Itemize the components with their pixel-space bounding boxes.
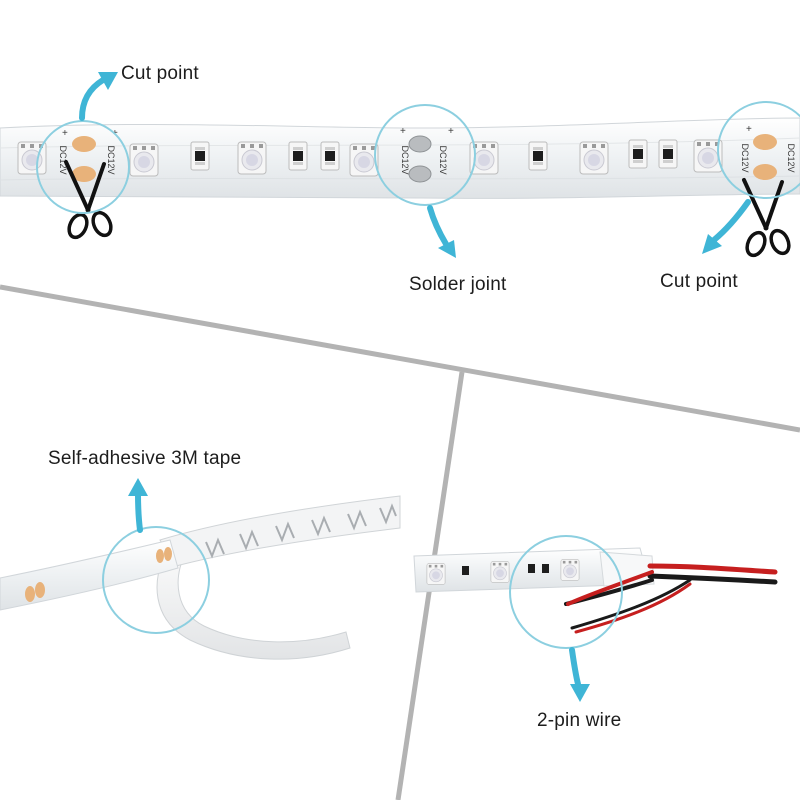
callout-arrow-icon xyxy=(79,72,118,121)
pcb-voltage-mark: DC12V xyxy=(786,143,796,172)
resistor-chip xyxy=(190,141,210,171)
callout-circle-cut-left xyxy=(36,120,130,214)
resistor-chip xyxy=(320,141,340,171)
resistor-chip xyxy=(658,139,678,169)
copper-pad xyxy=(72,166,96,182)
led-chip xyxy=(237,141,267,175)
pcb-plus-mark: + xyxy=(400,126,406,137)
callout-arrow-icon xyxy=(427,205,456,258)
led-chip xyxy=(129,143,159,177)
tape-strip xyxy=(0,495,401,660)
wire-strip xyxy=(413,547,778,634)
pcb-voltage-mark: DC12V xyxy=(58,145,68,174)
copper-pad xyxy=(72,136,96,152)
pcb-plus-mark: + xyxy=(62,128,68,139)
divider-diagonal xyxy=(0,284,800,433)
callout-arrow-icon xyxy=(128,478,148,533)
led-chip xyxy=(560,559,580,581)
pcb-voltage-mark: DC12V xyxy=(400,145,410,174)
pcb-voltage-mark: DC12V xyxy=(106,145,116,174)
wire-label: 2-pin wire xyxy=(537,710,622,731)
led-chip xyxy=(579,141,609,175)
cut-point-label: Cut point xyxy=(660,271,738,292)
pcb-voltage-mark: DC12V xyxy=(740,143,750,172)
callout-arrow-icon xyxy=(569,647,590,702)
solder-blob xyxy=(408,135,432,153)
pcb-voltage-mark: DC12V xyxy=(438,145,448,174)
resistor-chip xyxy=(528,141,548,171)
black-wire xyxy=(647,573,778,585)
resistor-chip xyxy=(628,139,648,169)
solder-blob xyxy=(408,165,432,183)
led-strip-top: DC12V DC12V DC12V DC12V DC12V DC12V + + … xyxy=(0,117,800,199)
red-wire xyxy=(647,563,778,575)
led-chip xyxy=(490,561,510,583)
callout-circle-tape xyxy=(102,526,210,634)
callout-circle-solder xyxy=(374,104,476,206)
pcb-plus-mark: + xyxy=(746,124,752,135)
resistor-chip xyxy=(288,141,308,171)
callout-circle-cut-right xyxy=(717,101,800,199)
cut-point-label: Cut point xyxy=(121,63,199,84)
led-chip xyxy=(349,143,379,177)
tape-label: Self-adhesive 3M tape xyxy=(48,448,242,469)
callout-circle-wire xyxy=(509,535,623,649)
solder-joint-label: Solder joint xyxy=(409,274,507,295)
copper-pad xyxy=(753,164,777,180)
pcb-plus-mark: + xyxy=(448,126,454,137)
copper-pad xyxy=(753,134,777,150)
led-chip xyxy=(426,563,446,585)
callout-arrow-icon xyxy=(702,199,751,254)
